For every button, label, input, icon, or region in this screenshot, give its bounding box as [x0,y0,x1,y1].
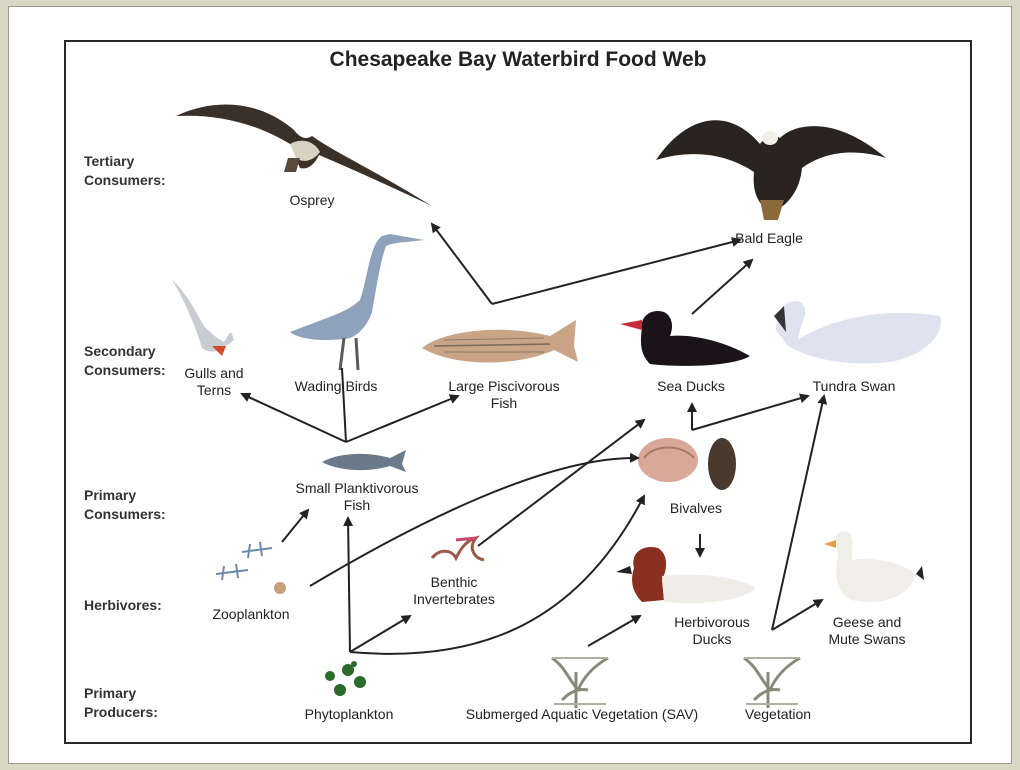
label-sav: Submerged Aquatic Vegetation (SAV) [442,706,722,723]
diagram-title: Chesapeake Bay Waterbird Food Web [64,48,972,72]
tier-label-primary: Primary Consumers: [84,486,166,524]
arrow-phytoplankton-to-small-fish [348,518,350,652]
label-zooplankton: Zooplankton [196,606,306,623]
arrow-sea-ducks-to-bald-eagle [692,260,752,314]
arrow-phytoplankton-to-benthic [350,616,410,652]
label-geese: Geese and Mute Swans [812,614,922,648]
arrow-bivalves-to-tundra-swan [692,396,808,430]
bald-eagle-image [656,120,886,220]
label-large-fish: Large Piscivorous Fish [424,378,584,412]
label-wading-birds: Wading Birds [276,378,396,395]
arrow-zooplankton-to-small-fish [282,510,308,542]
small-fish-image [322,450,406,472]
goose-image [824,531,924,602]
sav-image [552,658,608,708]
arrow-zooplankton-to-bivalves [310,458,638,586]
tier-label-secondary: Secondary Consumers: [84,342,166,380]
arrow-vegetation-to-tundra-swan [772,396,824,630]
vegetation-image [744,658,800,708]
label-small-fish: Small Planktivorous Fish [272,480,442,514]
label-phytoplankton: Phytoplankton [284,706,414,723]
tier-label-herbivores: Herbivores: [84,596,162,615]
label-gulls-terns: Gulls and Terns [174,365,254,399]
phytoplankton-image [325,661,366,696]
tier-label-producers: Primary Producers: [84,684,158,722]
label-bald-eagle: Bald Eagle [714,230,824,247]
bivalve-image [638,438,736,490]
sea-duck-image [620,311,750,366]
arrow-large-fish-to-osprey [432,224,492,304]
label-benthic: Benthic Invertebrates [394,574,514,608]
tier-label-tertiary: Tertiary Consumers: [84,152,166,190]
label-osprey: Osprey [262,192,362,209]
osprey-image [176,104,432,206]
label-tundra-swan: Tundra Swan [794,378,914,395]
label-herbivorous-ducks: Herbivorous Ducks [652,614,772,648]
label-sea-ducks: Sea Ducks [636,378,746,395]
label-vegetation: Vegetation [728,706,828,723]
arrow-small-fish-to-gulls [242,394,346,442]
tundra-swan-image [774,301,941,363]
benthic-image [432,538,484,560]
arrow-large-fish-to-bald-eagle [492,240,740,304]
arrow-benthic-to-sea-ducks [478,420,644,546]
gull-image [172,280,234,356]
food-web-diagram: Chesapeake Bay Waterbird Food Web Tertia… [64,40,972,744]
zooplankton-image [216,542,286,594]
heron-image [290,234,424,370]
large-fish-image [422,320,578,363]
herbivorous-duck-image [616,547,756,603]
arrow-sav-to-herbivorous-ducks [588,616,640,646]
label-bivalves: Bivalves [646,500,746,517]
